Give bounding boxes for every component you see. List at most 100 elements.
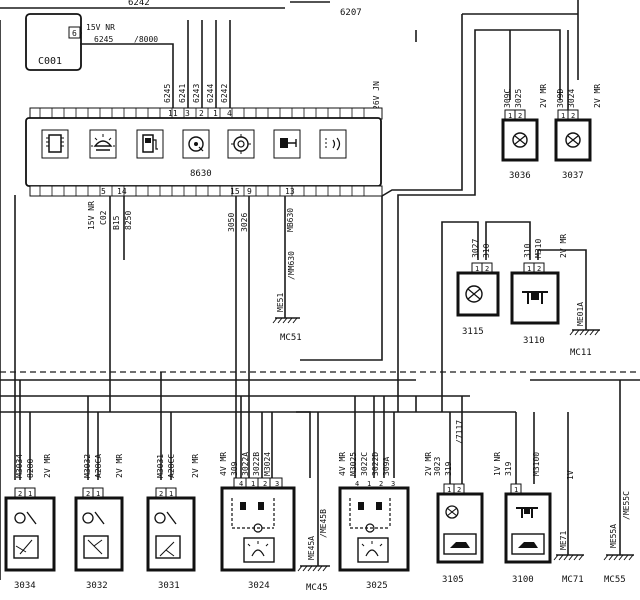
wire-label-6244: 6244	[206, 84, 215, 103]
ground-mc71-label: MC71	[562, 575, 584, 585]
c3031-wire-1: A28CC	[167, 454, 176, 478]
wire-harness-a	[300, 196, 383, 361]
top-left-label: 6242	[128, 0, 150, 8]
ground-mc51-wire-label: ME51	[276, 293, 285, 312]
signal-icon	[319, 129, 347, 159]
c3105-pin-2: 2	[457, 486, 461, 494]
wire-harness-b	[381, 34, 463, 197]
c3105-conn: 2V MR	[424, 452, 433, 476]
wire-harness-c	[397, 29, 561, 412]
c3037-label: 3037	[562, 171, 584, 181]
c001-wire-c: /8000	[134, 35, 158, 44]
c3034-wire-0: M3034	[15, 454, 24, 478]
c3115-pin-2: 2	[485, 265, 489, 273]
c001-wire-b: 6245	[94, 35, 113, 44]
fuel-pump-icon	[136, 129, 164, 159]
module-top-pin-11: 11	[168, 109, 178, 118]
c3105-pin-1: 1	[447, 486, 451, 494]
c3031-label: 3031	[158, 581, 180, 591]
wire-m310	[537, 249, 548, 260]
wire-3027	[441, 221, 479, 412]
c3115-wire-1: 310	[482, 243, 491, 258]
component-3031: 2 1 3031 M3031 A28CC 2V MR	[146, 454, 200, 591]
component-3034: 2 1 3034 M3034 8280 2V MR	[4, 454, 56, 591]
ground-mc55-label: MC55	[604, 575, 626, 585]
bottom-drops	[14, 372, 621, 555]
c001-label: C001	[38, 56, 62, 67]
c3110-conn: 2V MR	[559, 234, 568, 258]
wire-6245	[80, 43, 174, 108]
c3105-wire-1: 319	[444, 461, 453, 476]
c3032-pin-b: 1	[96, 490, 100, 498]
c3034-conn: 2V MR	[43, 454, 52, 478]
ground-mc71: MC71 ME71	[553, 531, 584, 585]
ground-mc51-label: MC51	[280, 333, 302, 343]
module-bottom-left-labels: 15V NR C02 B15 8250	[87, 201, 133, 230]
c001-pin: 6	[72, 29, 77, 38]
module-8630-label: 8630	[190, 169, 212, 179]
c3031-conn: 2V MR	[191, 454, 200, 478]
top-center-label: 6207	[340, 8, 362, 18]
c3110-pin-1: 1	[527, 265, 531, 273]
c3025-pin-4: 4	[355, 480, 359, 488]
module-top-pin-1: 1	[213, 109, 218, 118]
ground-mc45-label: MC45	[306, 583, 328, 593]
ground-mc11-label: MC11	[570, 348, 592, 358]
wire-label-3026: 3026	[240, 213, 249, 232]
c3024-pin-1: 1	[251, 480, 255, 488]
c3100-label: 3100	[512, 575, 534, 585]
c3025-pin-3: 3	[391, 480, 395, 488]
c3110-pin-2: 2	[537, 265, 541, 273]
c3110-wire-1: M310	[534, 239, 543, 258]
module-top-pin-2: 2	[199, 109, 204, 118]
c3036-wire-0: 309C	[503, 89, 512, 108]
module-bottom-pin-15: 15	[230, 187, 240, 196]
chip-icon	[41, 129, 69, 159]
c3025-wire-3: 309A	[382, 457, 391, 476]
c3037-wire-1: 3024	[567, 89, 576, 108]
c001-wire-a: 15V NR	[86, 23, 115, 32]
c3025-pin-1: 1	[367, 480, 371, 488]
ground-mc45: MC45 ME45A /ME45B	[297, 412, 330, 593]
c3032-wire-1: A28CA	[94, 454, 103, 478]
ground-mc11: MC11 ME01A	[548, 249, 600, 358]
c3031-wire-0: M3031	[156, 454, 165, 478]
module-bottom-pin-14: 14	[117, 187, 127, 196]
c3115-label: 3115	[462, 327, 484, 337]
level-sensor-icon	[273, 129, 301, 159]
wire-label-3050: 3050	[227, 213, 236, 232]
c3034-label: 3034	[14, 581, 36, 591]
wire-label-6245: 6245	[163, 84, 172, 103]
c3025-wire-2: 3022D	[371, 452, 380, 476]
component-3105: 1 2 3105 3023 319 /7117 2V MR	[424, 420, 484, 585]
c3110-wire-0: 310	[523, 243, 532, 258]
c3036-pin-2: 2	[518, 112, 522, 120]
ground-mc51: MC51 ME51 /MM630	[272, 251, 302, 343]
wiper-motor-icon	[182, 129, 210, 159]
c3100-wire-1: M3100	[532, 452, 541, 476]
ground-mc55-wire-label: ME55A	[609, 524, 618, 548]
component-3032: 2 1 3032 M3032 A28CA 2V MR	[74, 454, 124, 591]
c3024-wire-1: 3022A	[241, 452, 250, 476]
component-3024: 3024 4V MR 309 3022A 3022B M3024 4 1 2 3	[219, 452, 296, 591]
c3034-pin-a: 2	[18, 490, 22, 498]
mc71-wire-label: 1V	[566, 470, 575, 480]
c3105-label: 3105	[442, 575, 464, 585]
c3115-pin-1: 1	[475, 265, 479, 273]
c3032-wire-0: M3032	[83, 454, 92, 478]
c3025-pin-2: 2	[379, 480, 383, 488]
c3034-wire-1: 8280	[26, 459, 35, 478]
c3031-pin-a: 2	[159, 490, 163, 498]
c3100-wire-0: 319	[504, 461, 513, 476]
c3032-label: 3032	[86, 581, 108, 591]
c3036-conn: 2V MR	[539, 84, 548, 108]
c3034-pin-b: 1	[28, 490, 32, 498]
ground-mc55-wire: /ME55C	[622, 491, 631, 520]
wire-label-6243: 6243	[192, 84, 201, 103]
c3037-wire-0: 309D	[556, 89, 565, 108]
module-bottom-mid-labels: 3050 3026 MB630	[227, 208, 295, 232]
warning-lamp-icon	[227, 129, 255, 159]
c3037-conn: 2V MR	[593, 84, 602, 108]
ground-mc55: MC55 ME55A /ME55C	[603, 491, 634, 585]
ground-mc45-wire-label: ME45A	[307, 536, 316, 560]
